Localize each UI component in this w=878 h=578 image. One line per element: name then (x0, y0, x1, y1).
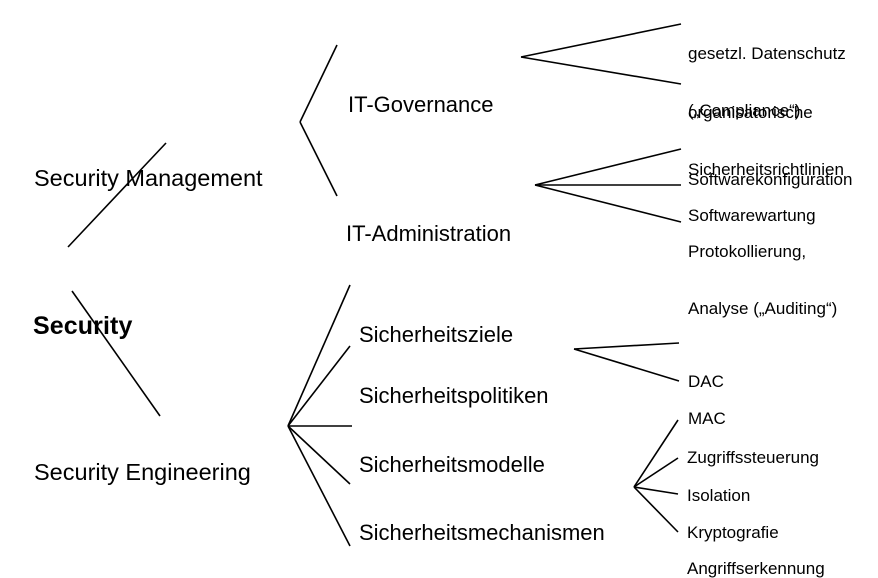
node-gesetzl-datenschutz-line1: gesetzl. Datenschutz (688, 44, 846, 64)
node-mac-line1: MAC (688, 409, 726, 429)
node-it-administration-label: IT-Administration (346, 221, 512, 247)
node-organisatorische-line2: Sicherheitsrichtlinien (688, 160, 844, 180)
edge-security-management-to-it-governance (299, 44, 338, 123)
node-security-management[interactable]: Security Management (34, 112, 263, 244)
edge-it-governance-to-organisatorische-richtlinien (520, 56, 682, 85)
node-sicherheitsziele[interactable]: Sicherheitsziele (359, 274, 513, 397)
node-organisatorische-sicherheitsrichtlinien[interactable]: organisatorische Sicherheitsrichtlinien (688, 65, 844, 217)
node-softwarewartung[interactable]: Softwarewartung (688, 168, 816, 263)
node-gesetzl-datenschutz[interactable]: gesetzl. Datenschutz („Compliance“) (688, 6, 846, 158)
edge-root-to-security-engineering (71, 290, 161, 417)
node-sicherheitsmodelle-label: Sicherheitsmodelle (359, 452, 545, 478)
node-zugriffssteuerung-line1: Zugriffssteuerung (687, 448, 819, 468)
edge-root-to-security-management (67, 142, 167, 248)
node-softwarekonfiguration[interactable]: Softwarekonfiguration (688, 132, 852, 227)
node-security-root-label: Security (33, 312, 133, 340)
node-angriffserkennung[interactable]: Angriffserkennung (Intrusion Detection) (687, 521, 840, 578)
edge-security-engineering-to-sicherheitsarchitekturen (287, 425, 351, 547)
node-sicherheitsarchitekturen[interactable]: Sicherheitsarchitekturen (359, 534, 595, 578)
edge-sicherheitsmechanismen-to-isolation (633, 457, 679, 488)
node-security-engineering-label: Security Engineering (34, 458, 251, 485)
node-isolation-line1: Isolation (687, 486, 751, 506)
node-security-root[interactable]: Security (33, 256, 132, 396)
node-it-governance-label: IT-Governance (348, 92, 494, 118)
edge-security-engineering-to-sicherheitsziele (287, 284, 351, 427)
node-it-administration[interactable]: IT-Administration (346, 173, 511, 296)
node-dac-line1: DAC (688, 372, 724, 392)
node-isolation[interactable]: Isolation (687, 448, 750, 543)
edge-sicherheitspolitiken-to-dac (573, 342, 680, 350)
node-dac[interactable]: DAC (688, 334, 724, 429)
edge-sicherheitsmechanismen-to-angriffserkennung (633, 486, 679, 533)
edge-sicherheitspolitiken-to-mac (573, 348, 680, 382)
node-kryptografie-line1: Kryptografie (687, 523, 779, 543)
node-softwarewartung-line1: Softwarewartung (688, 206, 816, 226)
edge-it-administration-to-softwarekonfiguration (534, 148, 682, 186)
node-sicherheitsmodelle[interactable]: Sicherheitsmodelle (359, 404, 545, 527)
node-sicherheitsziele-label: Sicherheitsziele (359, 322, 514, 348)
node-protokollierung-line2: Analyse („Auditing“) (688, 299, 838, 319)
node-angriffserkennung-line1: Angriffserkennung (687, 559, 825, 578)
node-organisatorische-line1: organisatorische (688, 103, 813, 123)
node-protokollierung-line1: Protokollierung, (688, 242, 807, 262)
edge-security-engineering-to-sicherheitspolitiken (287, 345, 351, 427)
node-softwarekonfiguration-line1: Softwarekonfiguration (688, 170, 853, 190)
edge-it-administration-to-protokollierung (534, 184, 682, 223)
node-zugriffssteuerung[interactable]: Zugriffssteuerung (687, 410, 819, 505)
node-sicherheitspolitiken[interactable]: Sicherheitspolitiken (359, 335, 549, 458)
edge-it-governance-to-gesetzl-datenschutz (520, 23, 682, 58)
node-kryptografie[interactable]: Kryptografie (687, 485, 779, 578)
node-protokollierung-analyse[interactable]: Protokollierung, Analyse („Auditing“) (688, 204, 837, 356)
node-security-engineering[interactable]: Security Engineering (34, 406, 251, 538)
node-sicherheitspolitiken-label: Sicherheitspolitiken (359, 383, 549, 409)
edge-security-management-to-it-administration (299, 121, 338, 197)
node-gesetzl-datenschutz-line2: („Compliance“) (688, 101, 801, 121)
node-mac[interactable]: MAC (688, 371, 726, 466)
node-it-governance[interactable]: IT-Governance (348, 44, 494, 167)
node-sicherheitsmechanismen-label: Sicherheitsmechanismen (359, 520, 605, 546)
edge-sicherheitsmechanismen-to-zugriffssteuerung (633, 419, 679, 488)
node-security-management-label: Security Management (34, 164, 263, 191)
edge-security-engineering-to-sicherheitsmechanismen (287, 425, 351, 485)
edge-sicherheitsmechanismen-to-kryptografie (633, 486, 679, 495)
node-sicherheitsmechanismen[interactable]: Sicherheitsmechanismen (359, 472, 605, 578)
